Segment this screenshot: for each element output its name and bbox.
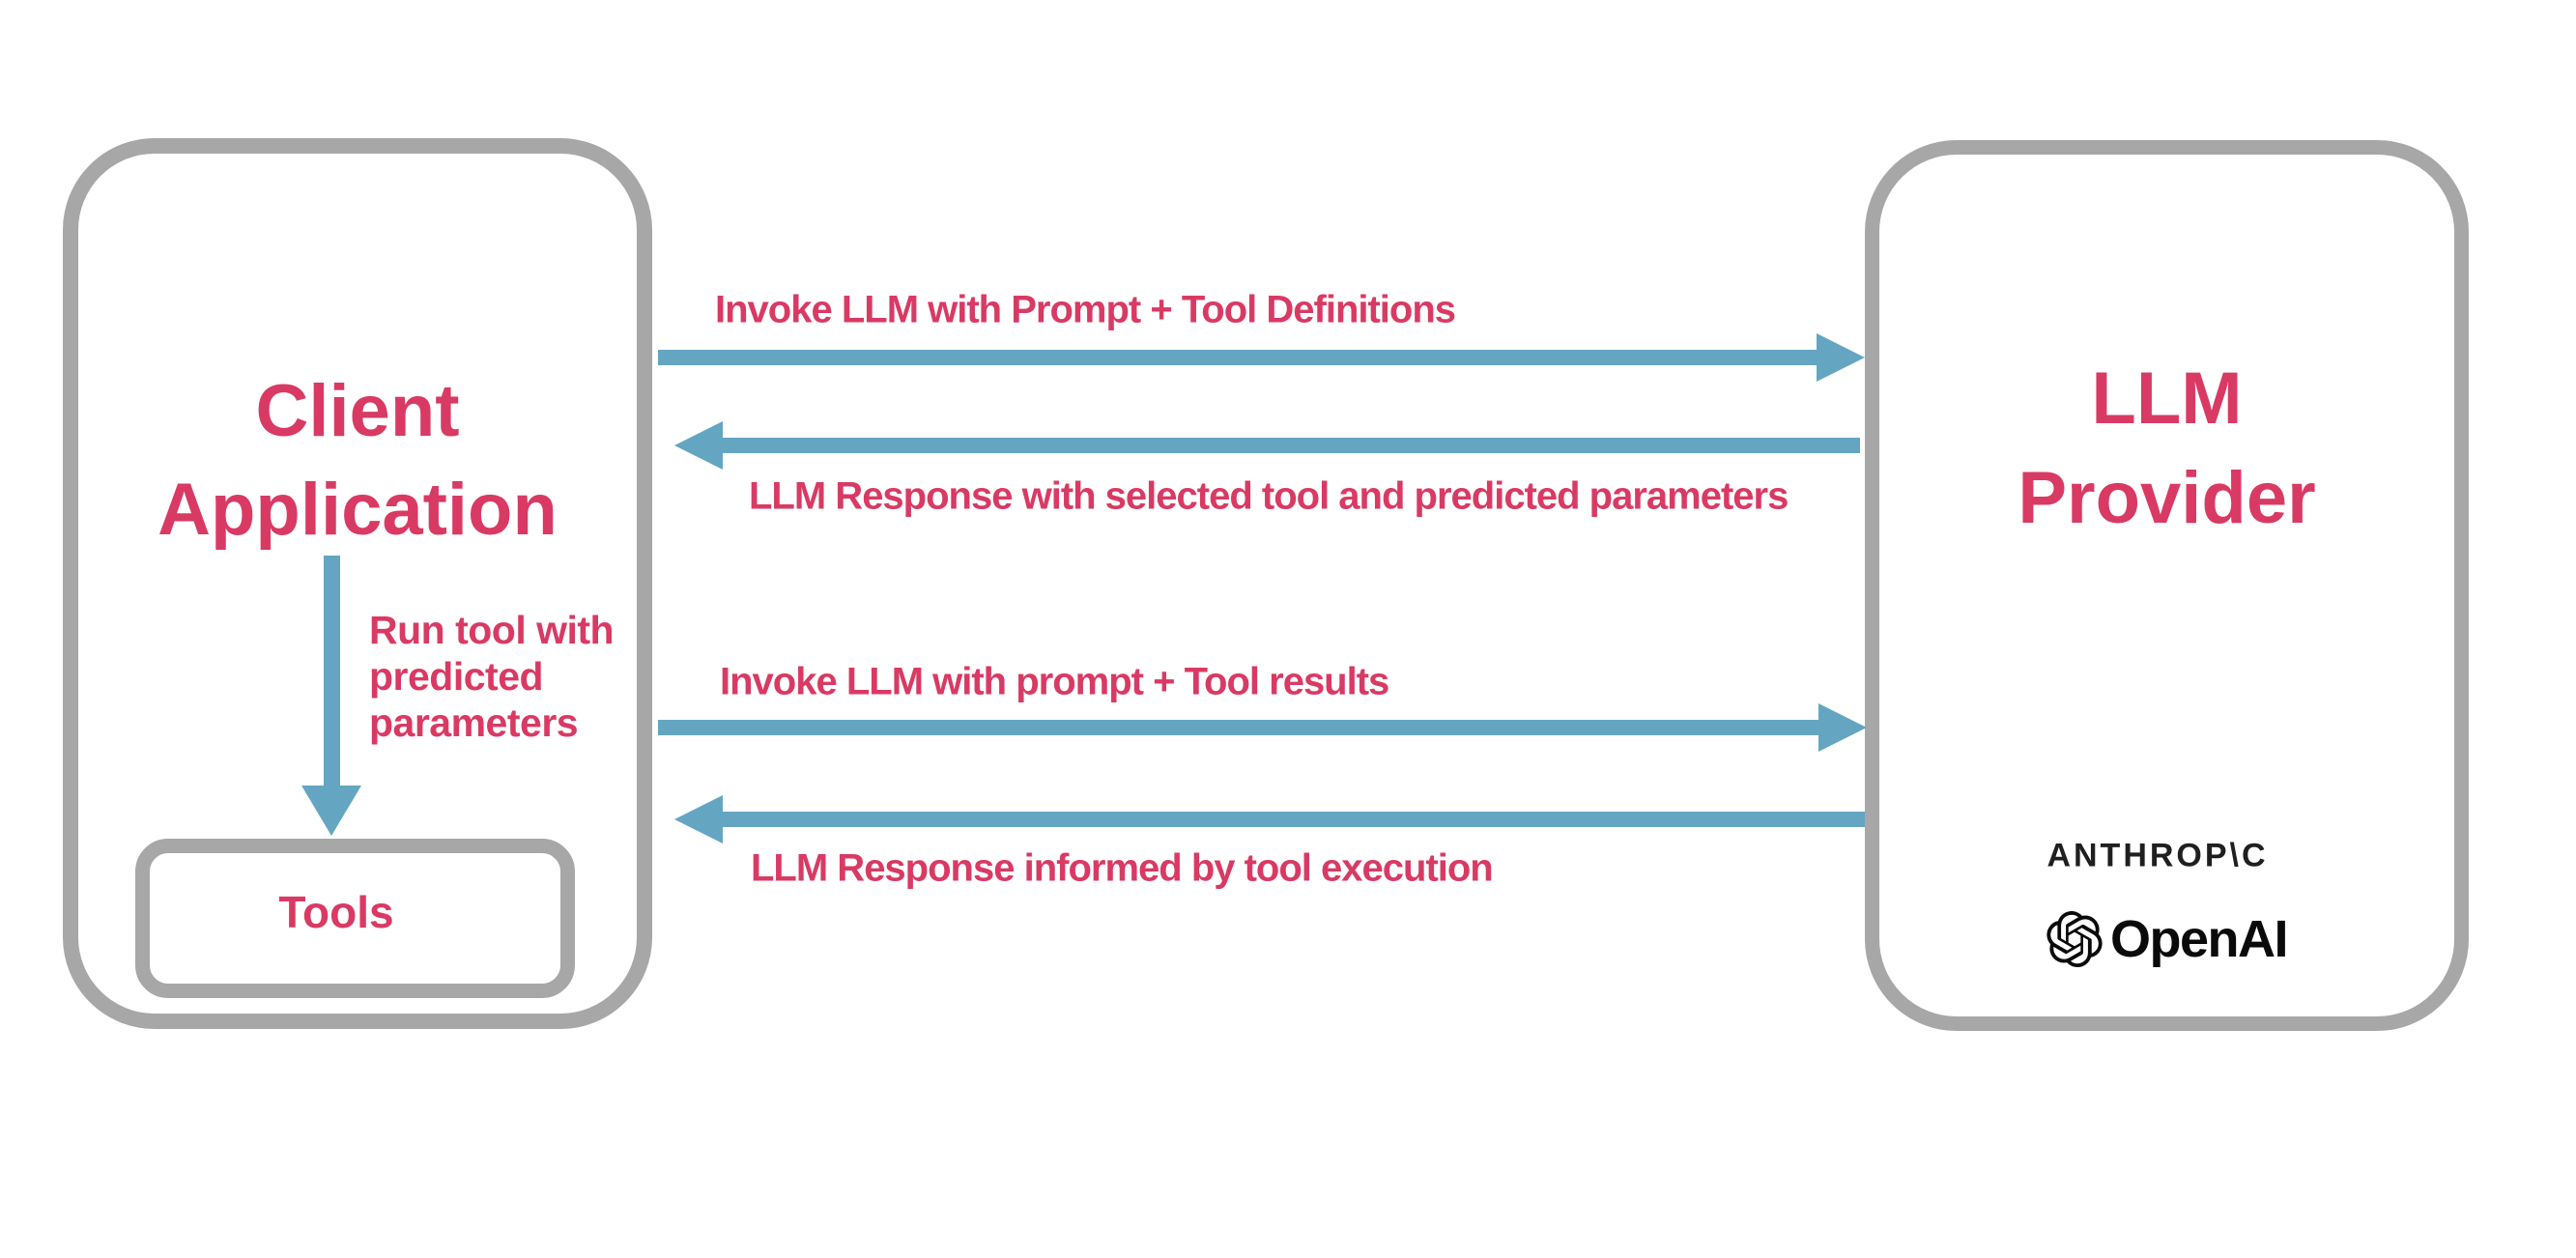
run-tool-label: Run tool with predicted parameters — [369, 608, 615, 745]
client-application-title-line1: Client — [255, 370, 460, 452]
arrow-invoke-1-shaft — [658, 350, 1817, 365]
anthropic-logo: ANTHROP\C — [2046, 837, 2269, 874]
openai-logo: OpenAI — [2046, 910, 2298, 968]
arrow-response-2-left-icon — [674, 795, 723, 843]
arrow-label-response-2: LLM Response informed by tool execution — [751, 846, 1494, 890]
arrow-response-1-shaft — [723, 438, 1860, 453]
arrow-response-2-shaft — [723, 812, 1865, 827]
llm-provider-title-line1: LLM — [2091, 357, 2243, 440]
arrow-response-1-left-icon — [674, 421, 723, 470]
openai-wordmark: OpenAI — [2110, 910, 2289, 968]
openai-blossom-icon — [2046, 911, 2103, 967]
arrow-label-invoke-2: Invoke LLM with prompt + Tool results — [720, 660, 1389, 703]
tools-label: Tools — [278, 887, 394, 937]
arrow-label-response-1: LLM Response with selected tool and pred… — [749, 474, 1789, 518]
run-tool-arrow-down-icon — [301, 786, 361, 836]
arrow-invoke-1-right-icon — [1817, 333, 1865, 382]
llm-provider-title: LLM Provider — [1865, 349, 2469, 548]
llm-provider-title-line2: Provider — [2018, 457, 2316, 539]
arrow-invoke-2-right-icon — [1818, 703, 1867, 752]
tools-box — [135, 839, 575, 998]
arrow-invoke-2-shaft — [658, 720, 1818, 735]
llm-provider-box — [1865, 140, 2469, 1031]
arrow-label-invoke-1: Invoke LLM with Prompt + Tool Definition… — [715, 288, 1456, 331]
run-tool-arrow-shaft — [324, 556, 340, 786]
client-application-title-line2: Application — [157, 469, 558, 551]
client-application-title: Client Application — [63, 362, 652, 559]
